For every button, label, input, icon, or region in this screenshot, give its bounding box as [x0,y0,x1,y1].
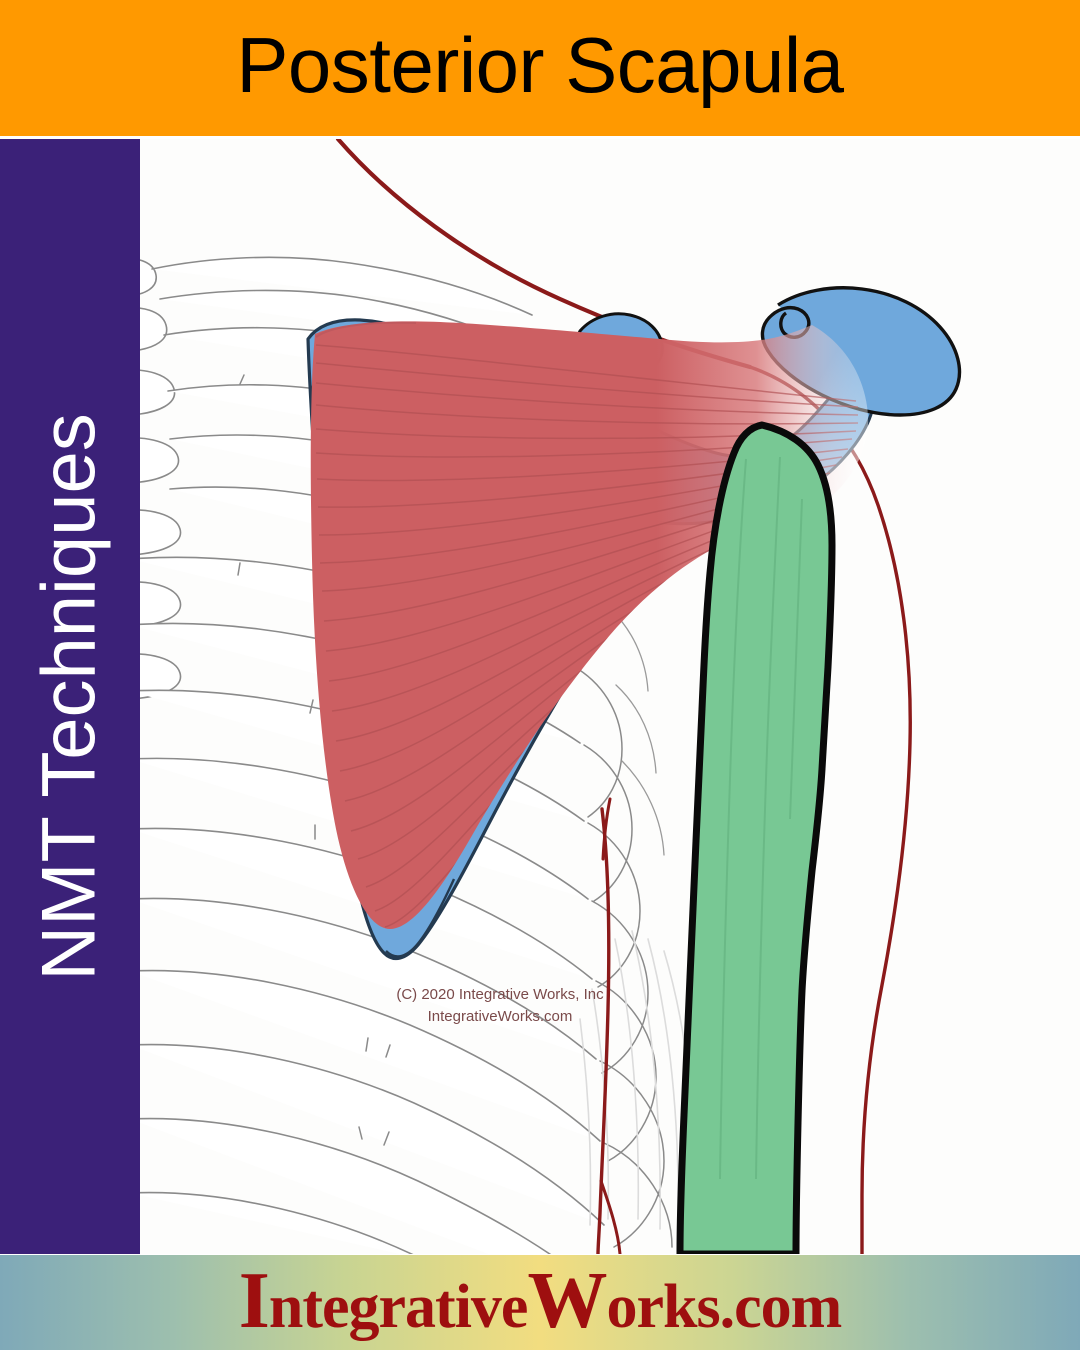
humerus-internal-lines [719,456,803,1180]
logo-cap-w: W [527,1256,607,1345]
infraspinatus-superior-edge [315,321,417,338]
sidebar-label-wrap: NMT Techniques [0,139,140,1254]
logo-cap-i: I [238,1256,270,1345]
page-title: Posterior Scapula [236,21,844,109]
header-banner: Posterior Scapula [0,0,1080,136]
footer-banner: IntegrativeWorks.com [0,1255,1080,1350]
logo-orks-com: orks.com [606,1272,842,1341]
sidebar-category-bar: NMT Techniques [0,139,140,1254]
logo-ntegrative: ntegrative [268,1272,529,1341]
inferior-angle [385,878,456,958]
sidebar-category-label: NMT Techniques [27,412,113,981]
anatomy-illustration: (C) 2020 Integrative Works, Inc Integrat… [140,139,1080,1254]
anatomy-svg [140,139,962,1254]
site-logo: IntegrativeWorks.com [239,1261,842,1345]
humerus-bone [676,421,836,1254]
humerus-shaft [676,421,836,1254]
